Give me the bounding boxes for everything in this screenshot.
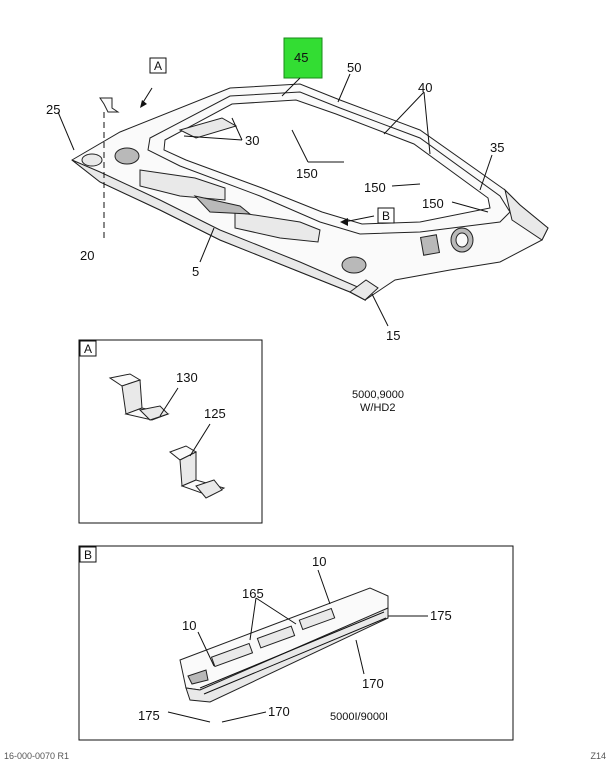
detail-b-marker [79,546,97,563]
bracket-130 [108,373,170,421]
callout-15: 15 [386,328,400,343]
callout-175-left: 175 [138,708,160,723]
callout-40: 40 [418,80,432,95]
right-dome [341,256,367,274]
left-dome [114,147,140,165]
detail-b-marker-label: B [84,548,92,562]
detail-b-note: 5000I/9000I [330,711,388,723]
callout-10-left: 10 [182,618,196,633]
bracket-125 [169,445,226,499]
callout-175-right: 175 [430,608,452,623]
detail-a-frame [78,339,263,524]
callout-165: 165 [242,586,264,601]
callout-45: 45 [294,50,308,65]
callout-170-right: 170 [362,676,384,691]
bracket-a-icon [99,97,120,113]
callout-5: 5 [192,264,199,279]
callout-125: 125 [204,406,226,421]
leader-lines-main [57,73,493,327]
detail-a-marker [79,340,97,357]
callout-50: 50 [347,60,361,75]
view-marker-b [377,207,395,224]
callout-20: 20 [80,248,94,263]
view-marker-b-label: B [382,209,390,223]
callout-150-b: 150 [364,180,386,195]
callout-150-c: 150 [422,196,444,211]
callout-30: 30 [245,133,259,148]
view-marker-a-label: A [154,59,162,73]
callout-10-top: 10 [312,554,326,569]
callout-45-highlight [283,37,323,79]
detail-a-note-line1: 5000,9000 [352,389,404,401]
detail-a-note-line2: W/HD2 [360,402,395,414]
footer-page-id: Z14 [590,751,606,761]
callout-150-a: 150 [296,166,318,181]
callout-25: 25 [46,102,60,117]
rail-assembly [179,587,389,703]
view-marker-a [149,57,167,74]
detail-a-marker-label: A [84,342,92,356]
callout-35: 35 [490,140,504,155]
footer-doc-id: 16-000-0070 R1 [4,751,70,761]
roof-panel-assembly [71,83,549,302]
callout-170-bottom: 170 [268,704,290,719]
callout-130: 130 [176,370,198,385]
